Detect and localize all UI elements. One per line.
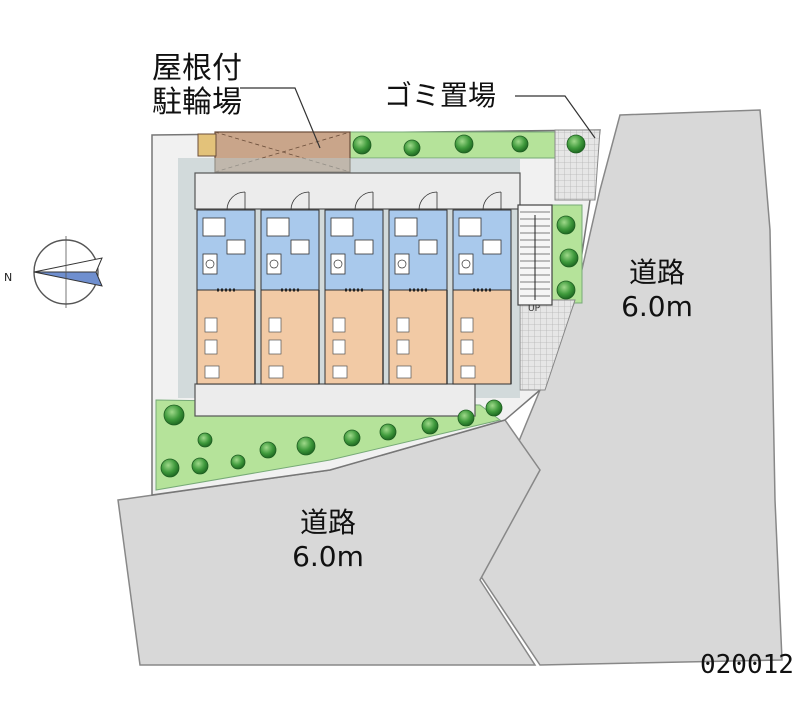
tree-icon: [259, 441, 277, 459]
tree-icon: [457, 409, 475, 427]
compass-icon: [33, 236, 103, 308]
balcony-bottom: [194, 383, 476, 417]
tree-icon: [379, 423, 397, 441]
trees: [160, 134, 586, 478]
tree-icon: [485, 399, 503, 417]
apartment-units: [196, 191, 512, 385]
tree-icon: [230, 454, 246, 470]
tree-icon: [343, 429, 361, 447]
tree-icon: [421, 417, 439, 435]
bicycle-parking-label-line1: 屋根付: [152, 51, 242, 86]
tree-icon: [559, 248, 579, 268]
tree-icon: [296, 436, 316, 456]
tree-icon: [511, 135, 529, 153]
stairs: [517, 204, 553, 306]
apartment-unit: [196, 191, 256, 385]
compass-north-label: N: [4, 271, 13, 284]
bicycle-parking-label: 屋根付 駐輪場: [152, 52, 242, 120]
tree-icon: [163, 404, 185, 426]
road-right-width: 6.0m: [621, 290, 693, 323]
tree-icon: [352, 135, 372, 155]
apartment-unit: [452, 191, 512, 385]
apartment-unit: [260, 191, 320, 385]
apartment-unit: [324, 191, 384, 385]
tree-icon: [556, 280, 576, 300]
bicycle-parking-leader: [240, 87, 321, 149]
tree-icon: [556, 215, 576, 235]
tree-icon: [403, 139, 421, 157]
corridor-top: [194, 172, 521, 210]
tree-icon: [191, 457, 209, 475]
road-right: [469, 109, 783, 666]
stairs-up-label: UP: [528, 304, 541, 314]
apartment-unit: [388, 191, 448, 385]
tree-icon: [160, 458, 180, 478]
road-bottom-label: 道路 6.0m: [278, 506, 378, 574]
tree-icon: [454, 134, 474, 154]
trash-area-label: ゴミ置場: [384, 79, 497, 112]
road-right-label: 道路 6.0m: [612, 256, 702, 324]
property-code: 020012: [700, 650, 794, 680]
tree-icon: [197, 432, 213, 448]
road-bottom-width: 6.0m: [292, 540, 364, 573]
road-right-name: 道路: [628, 256, 685, 289]
tree-icon: [566, 134, 586, 154]
bike-rack-box: [197, 133, 217, 157]
road-bottom-name: 道路: [299, 506, 356, 539]
bicycle-parking-label-line2: 駐輪場: [152, 85, 242, 120]
trash-leader: [515, 95, 596, 139]
trash-area: [554, 129, 601, 201]
